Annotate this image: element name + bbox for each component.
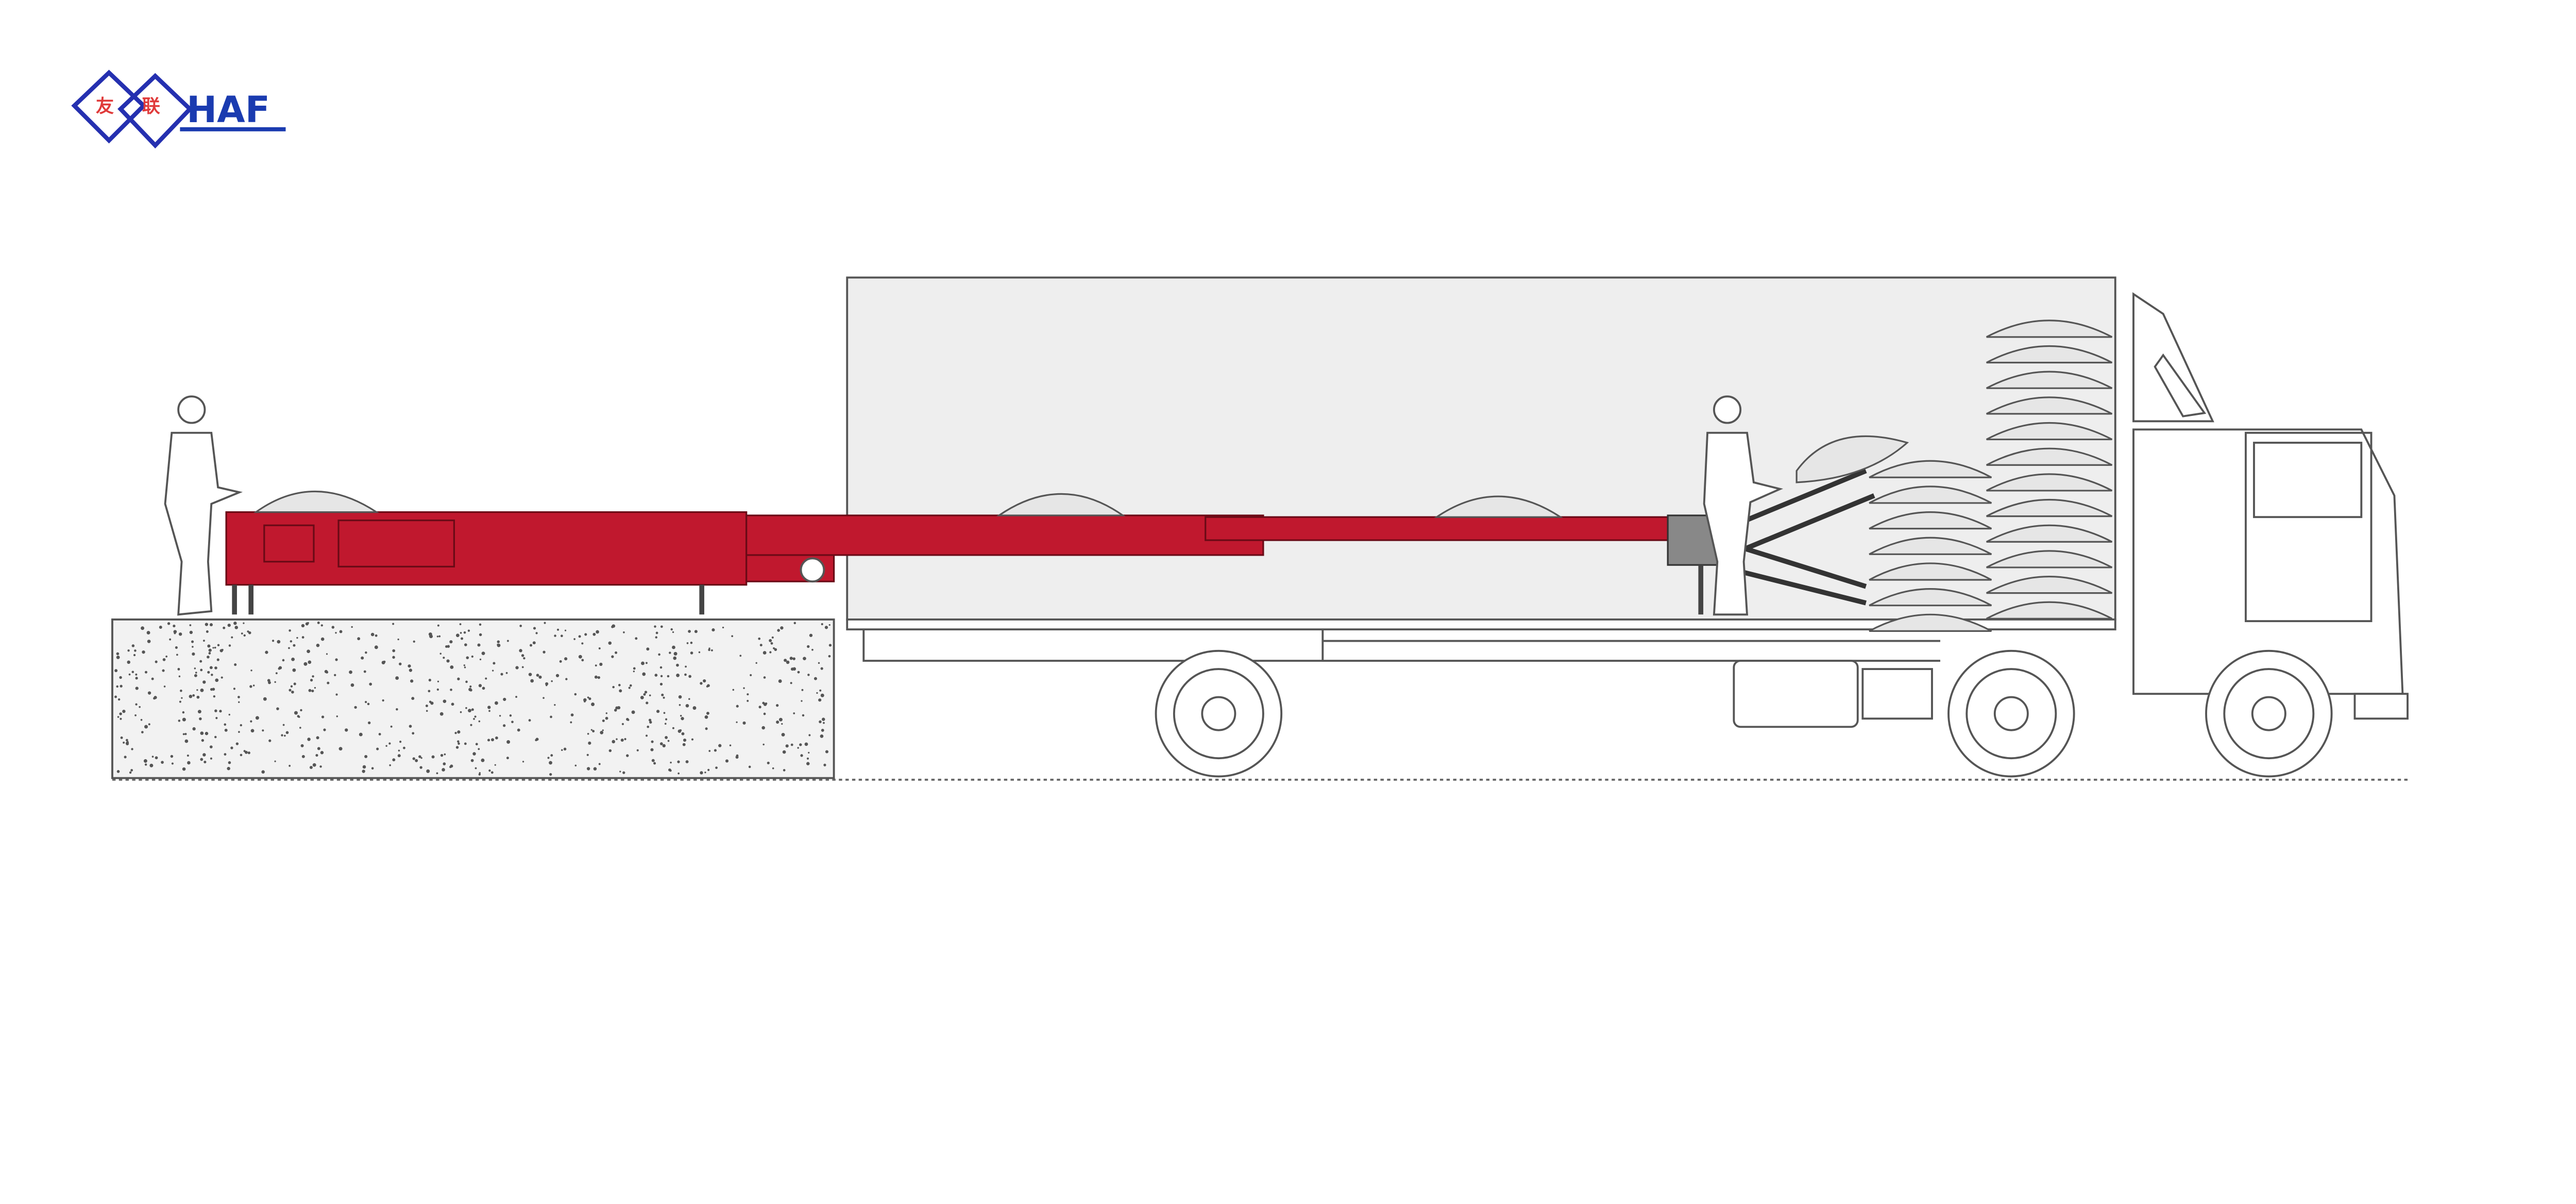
logo-brand-text: HAF (187, 89, 270, 131)
bag (1986, 396, 2113, 415)
truck-wheels (1155, 649, 2333, 778)
bag (1869, 511, 1992, 530)
bag (1986, 499, 2113, 517)
bag (1986, 422, 2113, 441)
bag (1869, 460, 1992, 478)
bag (1986, 371, 2113, 389)
truck-cargo-box (846, 276, 2116, 662)
bag (1869, 613, 1992, 632)
bag (1986, 447, 2113, 466)
bag (1986, 473, 2113, 492)
bag (1869, 486, 1992, 504)
worker-at-dock (164, 395, 243, 616)
truck-cab (1733, 292, 2409, 728)
bag (1869, 562, 1992, 581)
telescopic-conveyor (225, 469, 1875, 615)
bag (1986, 524, 2113, 543)
bag (1986, 576, 2113, 594)
bag (1986, 601, 2113, 620)
haf-logo: 友 联 HAF (71, 70, 286, 149)
bag (1986, 320, 2113, 338)
bag (1986, 550, 2113, 568)
telescopic-conveyor-truck-loading-diagram: 友 联 HAF (71, 70, 2411, 781)
bags-on-conveyor (253, 435, 1909, 518)
loading-dock-platform (111, 618, 835, 779)
svg-text:友: 友 (96, 96, 114, 117)
bag (1986, 345, 2113, 364)
stacked-bags (1869, 320, 2113, 632)
bag (1869, 537, 1992, 555)
worker-in-truck (1703, 395, 1784, 616)
bag (1869, 588, 1992, 607)
svg-text:联: 联 (142, 96, 161, 117)
